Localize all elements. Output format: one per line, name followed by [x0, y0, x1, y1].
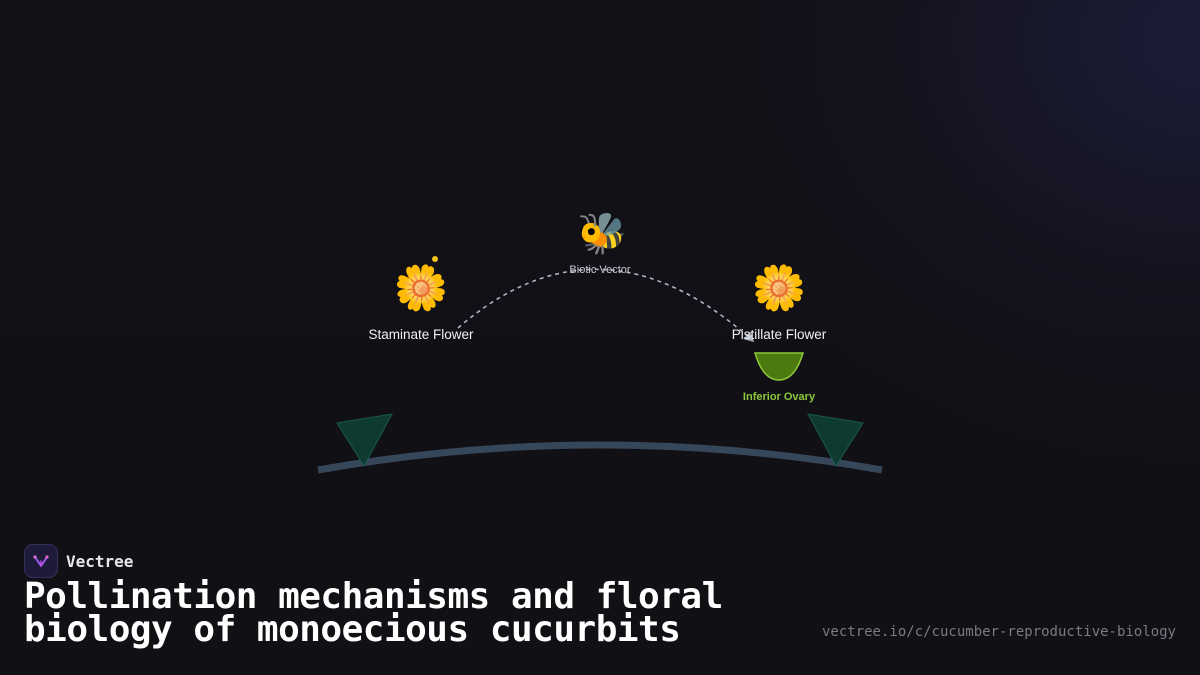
bee-icon: 🐝	[577, 211, 627, 257]
left-leaf	[336, 413, 393, 467]
staminate-flower-icon: 🌼	[394, 263, 449, 314]
title-line-1: Pollination mechanisms and floral	[24, 576, 723, 617]
vectree-logo-icon	[24, 544, 58, 578]
pollen-dot	[432, 256, 438, 262]
inferior-ovary-shape	[753, 352, 805, 381]
staminate-flower-label: Staminate Flower	[368, 327, 474, 342]
source-url: vectree.io/c/cucumber-reproductive-biolo…	[821, 624, 1176, 640]
title-line-2: biology of monoecious cucurbits	[24, 609, 681, 650]
right-leaf	[807, 413, 864, 467]
brand-name: Vectree	[66, 551, 134, 571]
biotic-vector-label: Biotic Vector	[569, 264, 630, 276]
page-title: Pollination mechanisms and floral biolog…	[24, 579, 804, 648]
pollination-path	[457, 268, 755, 342]
pistillate-flower-label: Pistillate Flower	[732, 327, 827, 342]
vine-arc	[317, 441, 883, 474]
pistillate-flower-icon: 🌼	[752, 263, 807, 314]
brand: Vectree	[24, 544, 133, 578]
inferior-ovary-label: Inferior Ovary	[743, 391, 816, 403]
